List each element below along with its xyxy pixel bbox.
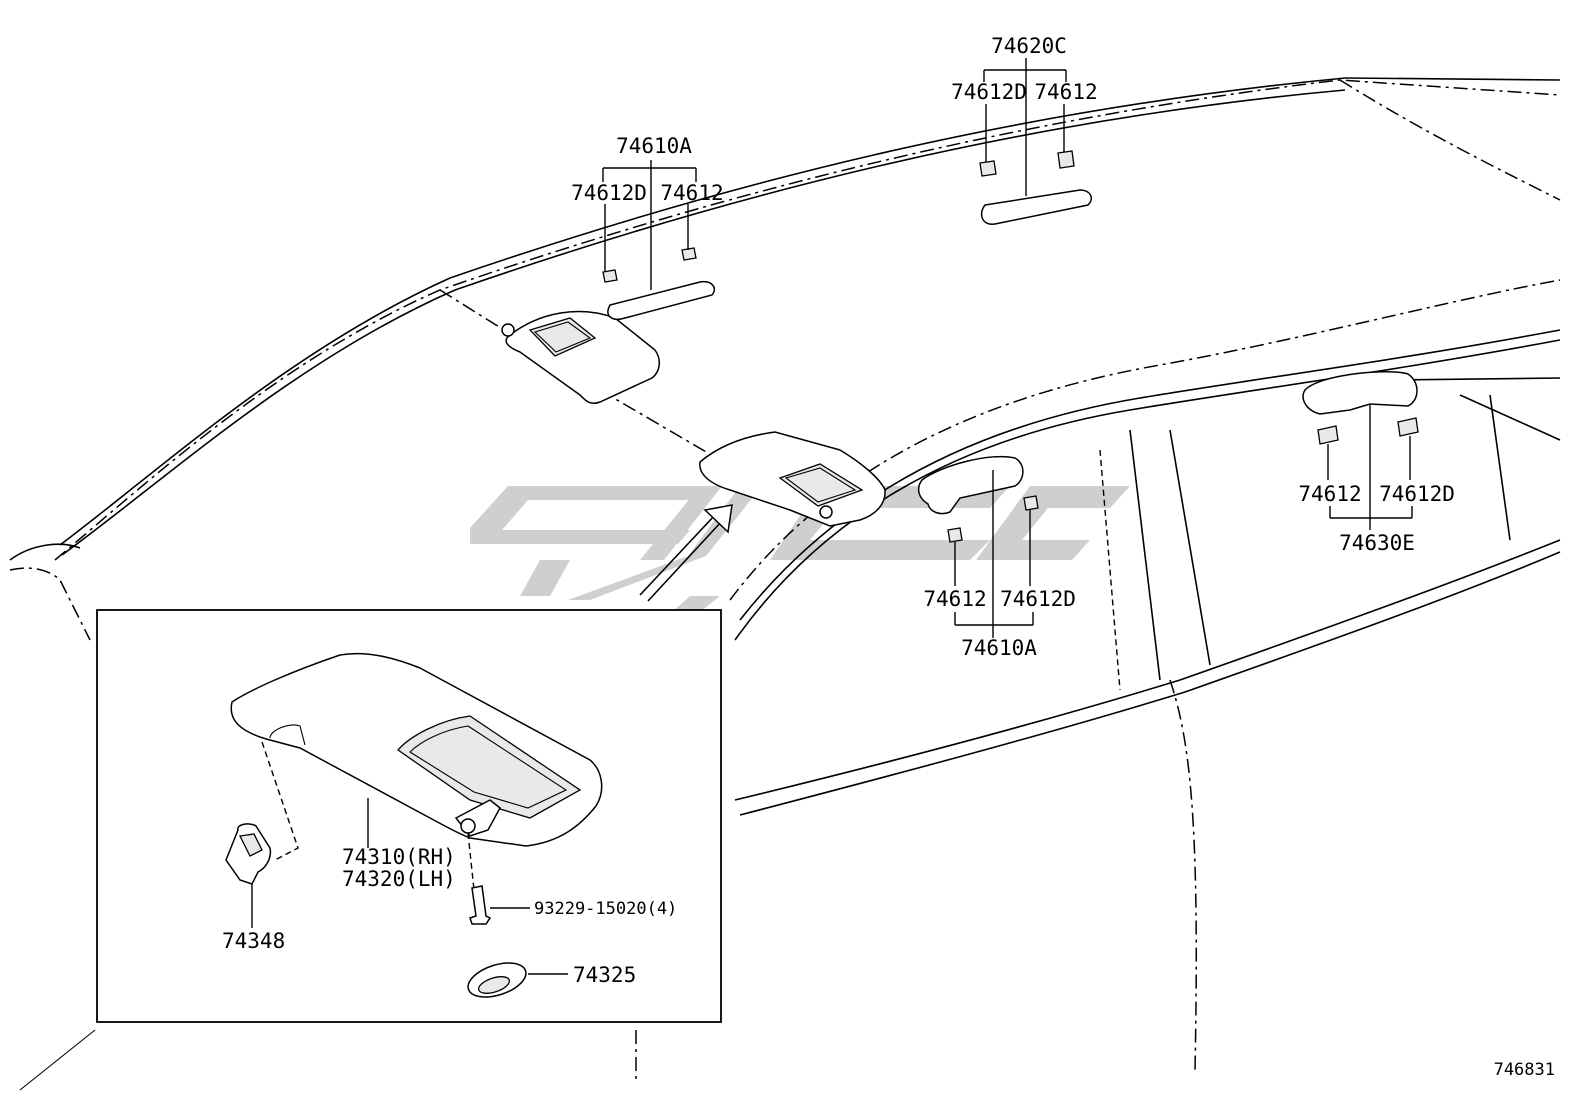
label-74612d-side: 74612D	[1000, 587, 1076, 611]
label-74612-rear-side: 74612	[1298, 482, 1361, 506]
label-74310-rh: 74310(RH)	[342, 845, 456, 869]
label-74620c: 74620C	[991, 34, 1067, 58]
label-74610a-side: 74610A	[961, 636, 1037, 660]
roof-grip-side	[917, 455, 1039, 543]
label-74612d-rear-center: 74612D	[951, 80, 1027, 104]
label-74630e: 74630E	[1339, 531, 1415, 555]
leader-lines	[602, 58, 1413, 638]
label-74612d-front: 74612D	[571, 181, 647, 205]
label-74325: 74325	[573, 963, 636, 987]
label-74612-rear-center: 74612	[1034, 80, 1097, 104]
roof-grip-front	[602, 247, 716, 320]
label-74612-side: 74612	[923, 587, 986, 611]
roof-grip-rear-center	[979, 150, 1092, 225]
direction-arrow	[639, 504, 733, 602]
label-74612d-rear-side: 74612D	[1379, 482, 1455, 506]
label-74610a-top: 74610A	[616, 134, 692, 158]
label-74612-front: 74612	[660, 181, 723, 205]
side-window-frame	[729, 279, 1561, 1071]
label-74348: 74348	[222, 929, 285, 953]
label-74320-lh: 74320(LH)	[342, 867, 456, 891]
part-labels: 74610A 74612D 74612 74620C 74612D 74612 …	[222, 34, 1555, 1080]
roof-grip-rear-side	[1302, 370, 1419, 445]
sun-visor-left	[501, 310, 660, 405]
diagram-ref-number: 746831	[1494, 1060, 1555, 1080]
label-93229-screw: 93229-15020(4)	[534, 899, 677, 919]
sun-visor-right	[699, 431, 886, 527]
detail-box	[96, 609, 722, 1080]
roof-outline	[9, 77, 1561, 1091]
